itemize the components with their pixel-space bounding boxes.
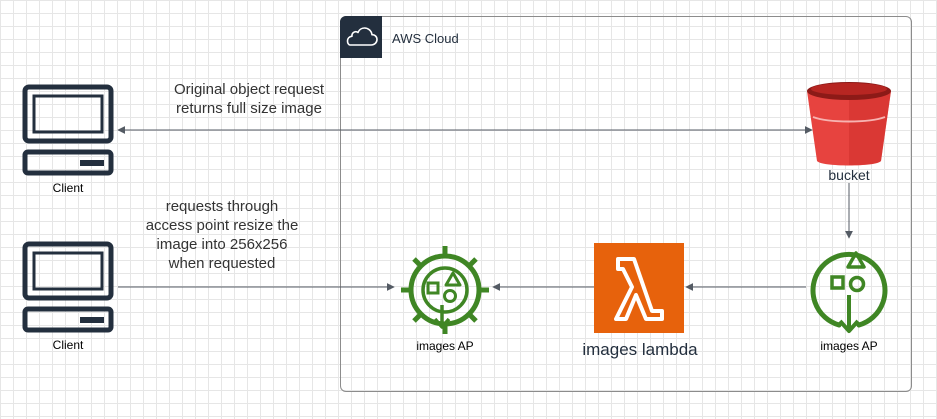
- s3-bucket-icon: [807, 82, 891, 166]
- annotation-line: image into 256x256: [156, 236, 288, 253]
- access-point-label: images AP: [820, 339, 878, 353]
- annotation-resize-request: requests through access point resize the…: [117, 197, 327, 273]
- annotation-line: access point resize the: [145, 217, 299, 234]
- annotation-line: Original object request: [173, 81, 325, 98]
- cloud-icon: [346, 27, 378, 46]
- annotation-line: when requested: [168, 255, 276, 272]
- client-label: Client: [52, 338, 84, 352]
- aws-cloud-badge: [340, 16, 382, 58]
- computer-client-icon: [22, 241, 114, 333]
- aws-cloud-group: [340, 16, 912, 392]
- s3-access-point-icon: [810, 251, 888, 333]
- s3-object-lambda-access-point-icon: [401, 246, 489, 334]
- client-label: Client: [52, 181, 84, 195]
- computer-client-icon: [22, 84, 114, 176]
- lambda-icon: [614, 257, 664, 321]
- annotation-line: returns full size image: [176, 100, 322, 117]
- aws-cloud-title: AWS Cloud: [392, 31, 459, 46]
- lambda-label: images lambda: [582, 340, 698, 359]
- lambda-function: [594, 243, 684, 333]
- annotation-line: requests through: [165, 198, 279, 215]
- bucket-label: bucket: [828, 167, 870, 183]
- annotation-original-request: Original object request returns full siz…: [134, 80, 364, 118]
- object-lambda-ap-label: images AP: [416, 339, 474, 353]
